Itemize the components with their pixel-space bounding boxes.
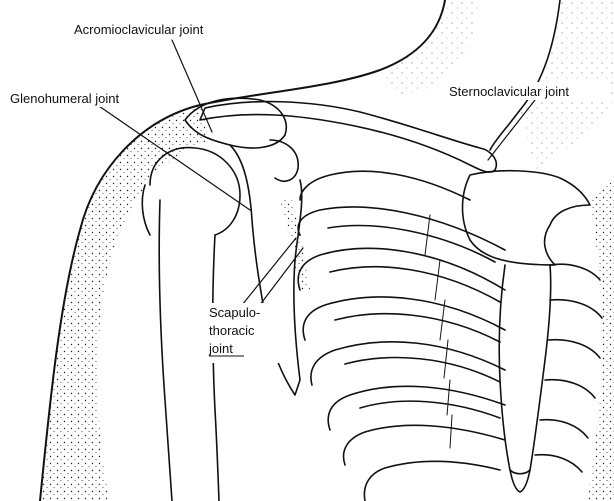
coracoid (270, 140, 298, 181)
humerus-tubercle (142, 185, 150, 235)
rib-6 (328, 386, 505, 430)
rib-right-3 (548, 340, 600, 358)
cartilage-lines (425, 215, 452, 448)
scapulothoracic-label-line2: thoracic (209, 323, 255, 338)
rib-right-4 (545, 380, 595, 398)
rib-8 (364, 461, 500, 501)
rib-right-6 (535, 455, 582, 472)
sternum-body (499, 265, 551, 474)
scapulothoracic-label-line3: joint (208, 341, 233, 356)
rib-5-inner (345, 358, 500, 382)
rib-6-inner (360, 401, 500, 418)
rib-5 (311, 342, 505, 385)
rib-4 (303, 297, 505, 340)
rib-2-inner (328, 226, 495, 262)
scapulothoracic-region (280, 200, 310, 290)
rib-7 (344, 425, 505, 465)
acromioclavicular-label: Acromioclavicular joint (74, 22, 204, 37)
rib-right-1 (550, 264, 600, 280)
rib-right-2 (550, 300, 602, 318)
rib-4-inner (335, 314, 500, 342)
rib-right-5 (540, 420, 588, 438)
right-side-shading (588, 180, 614, 501)
sternoclavicular-label: Sternoclavicular joint (449, 84, 569, 99)
rib-3-inner (330, 267, 500, 302)
clavicle (200, 102, 496, 172)
scapulothoracic-label-line1: Scapulo- (209, 305, 260, 320)
manubrium (463, 171, 591, 265)
scapulothoracic-leader-1 (238, 238, 296, 310)
neck-shading (380, 0, 480, 95)
rib-1 (300, 171, 470, 200)
glenohumeral-label: Glenohumeral joint (10, 91, 120, 106)
